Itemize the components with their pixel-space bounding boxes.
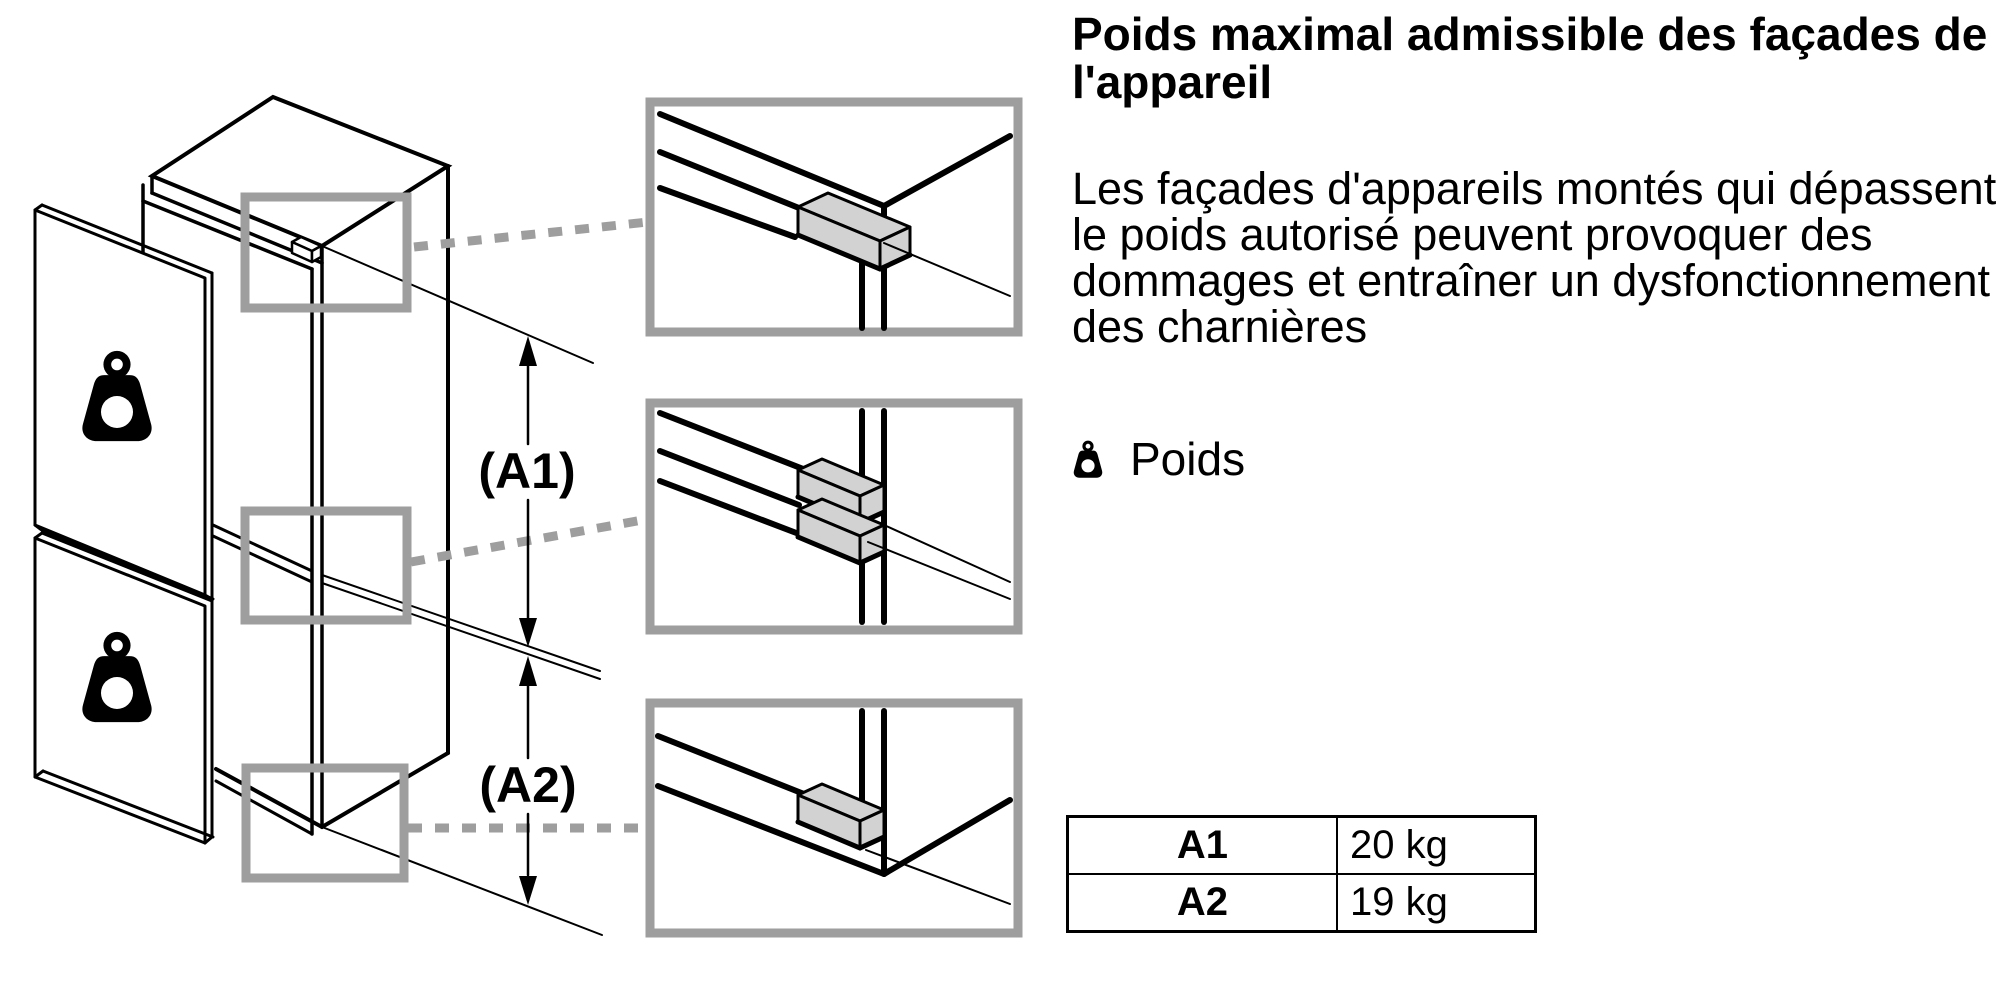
ref-line-divider-a xyxy=(321,574,601,672)
dimension-a1: (A1) xyxy=(478,336,576,647)
value-cell: 19 kg xyxy=(1336,873,1537,933)
dimension-a1-label: (A1) xyxy=(478,443,575,499)
fridge-cabinet xyxy=(141,94,603,936)
body-paragraph: Les façades d'appareils montés qui dépas… xyxy=(1072,163,1997,352)
dimension-cell: A2 xyxy=(1066,873,1338,933)
detail-view-middle xyxy=(645,398,1023,635)
callout-box-bottom xyxy=(241,763,409,883)
weight-legend-label: Poids xyxy=(1130,433,1246,485)
arrow-up-icon xyxy=(519,656,537,686)
dimension-a2: (A2) xyxy=(479,656,577,905)
weight-icon xyxy=(1073,440,1103,478)
top-hinge-block xyxy=(290,235,323,264)
ref-line-top xyxy=(321,245,594,364)
value-cell: 20 kg xyxy=(1336,815,1537,875)
detail-view-top xyxy=(645,97,1023,337)
weight-table: A1 20 kg A2 19 kg xyxy=(1066,815,1537,933)
leader-line-middle xyxy=(410,514,649,567)
installation-diagram: (A1) (A2) xyxy=(33,94,1023,938)
table-row: A1 20 kg xyxy=(1066,815,1537,875)
arrow-up-icon xyxy=(519,336,537,366)
lower-door-panel xyxy=(33,531,215,845)
hinge-bracket xyxy=(795,191,913,272)
callout-box-middle xyxy=(240,506,412,625)
dimension-a2-label: (A2) xyxy=(479,757,576,813)
hinge-bracket xyxy=(795,782,887,851)
weight-legend: Poids xyxy=(1072,433,1245,485)
ref-line-divider-b xyxy=(321,582,601,680)
callout-box-top xyxy=(240,192,412,313)
ref-line-bottom xyxy=(321,826,603,936)
dimension-cell: A1 xyxy=(1066,815,1338,875)
arrow-down-icon xyxy=(519,618,537,647)
arrow-down-icon xyxy=(519,876,537,905)
table-row: A2 19 kg xyxy=(1066,873,1537,933)
page-title: Poids maximal admissible des façades de … xyxy=(1072,8,1988,108)
upper-door-panel xyxy=(33,203,215,601)
leader-line-top xyxy=(413,217,649,252)
detail-view-bottom xyxy=(645,698,1023,938)
